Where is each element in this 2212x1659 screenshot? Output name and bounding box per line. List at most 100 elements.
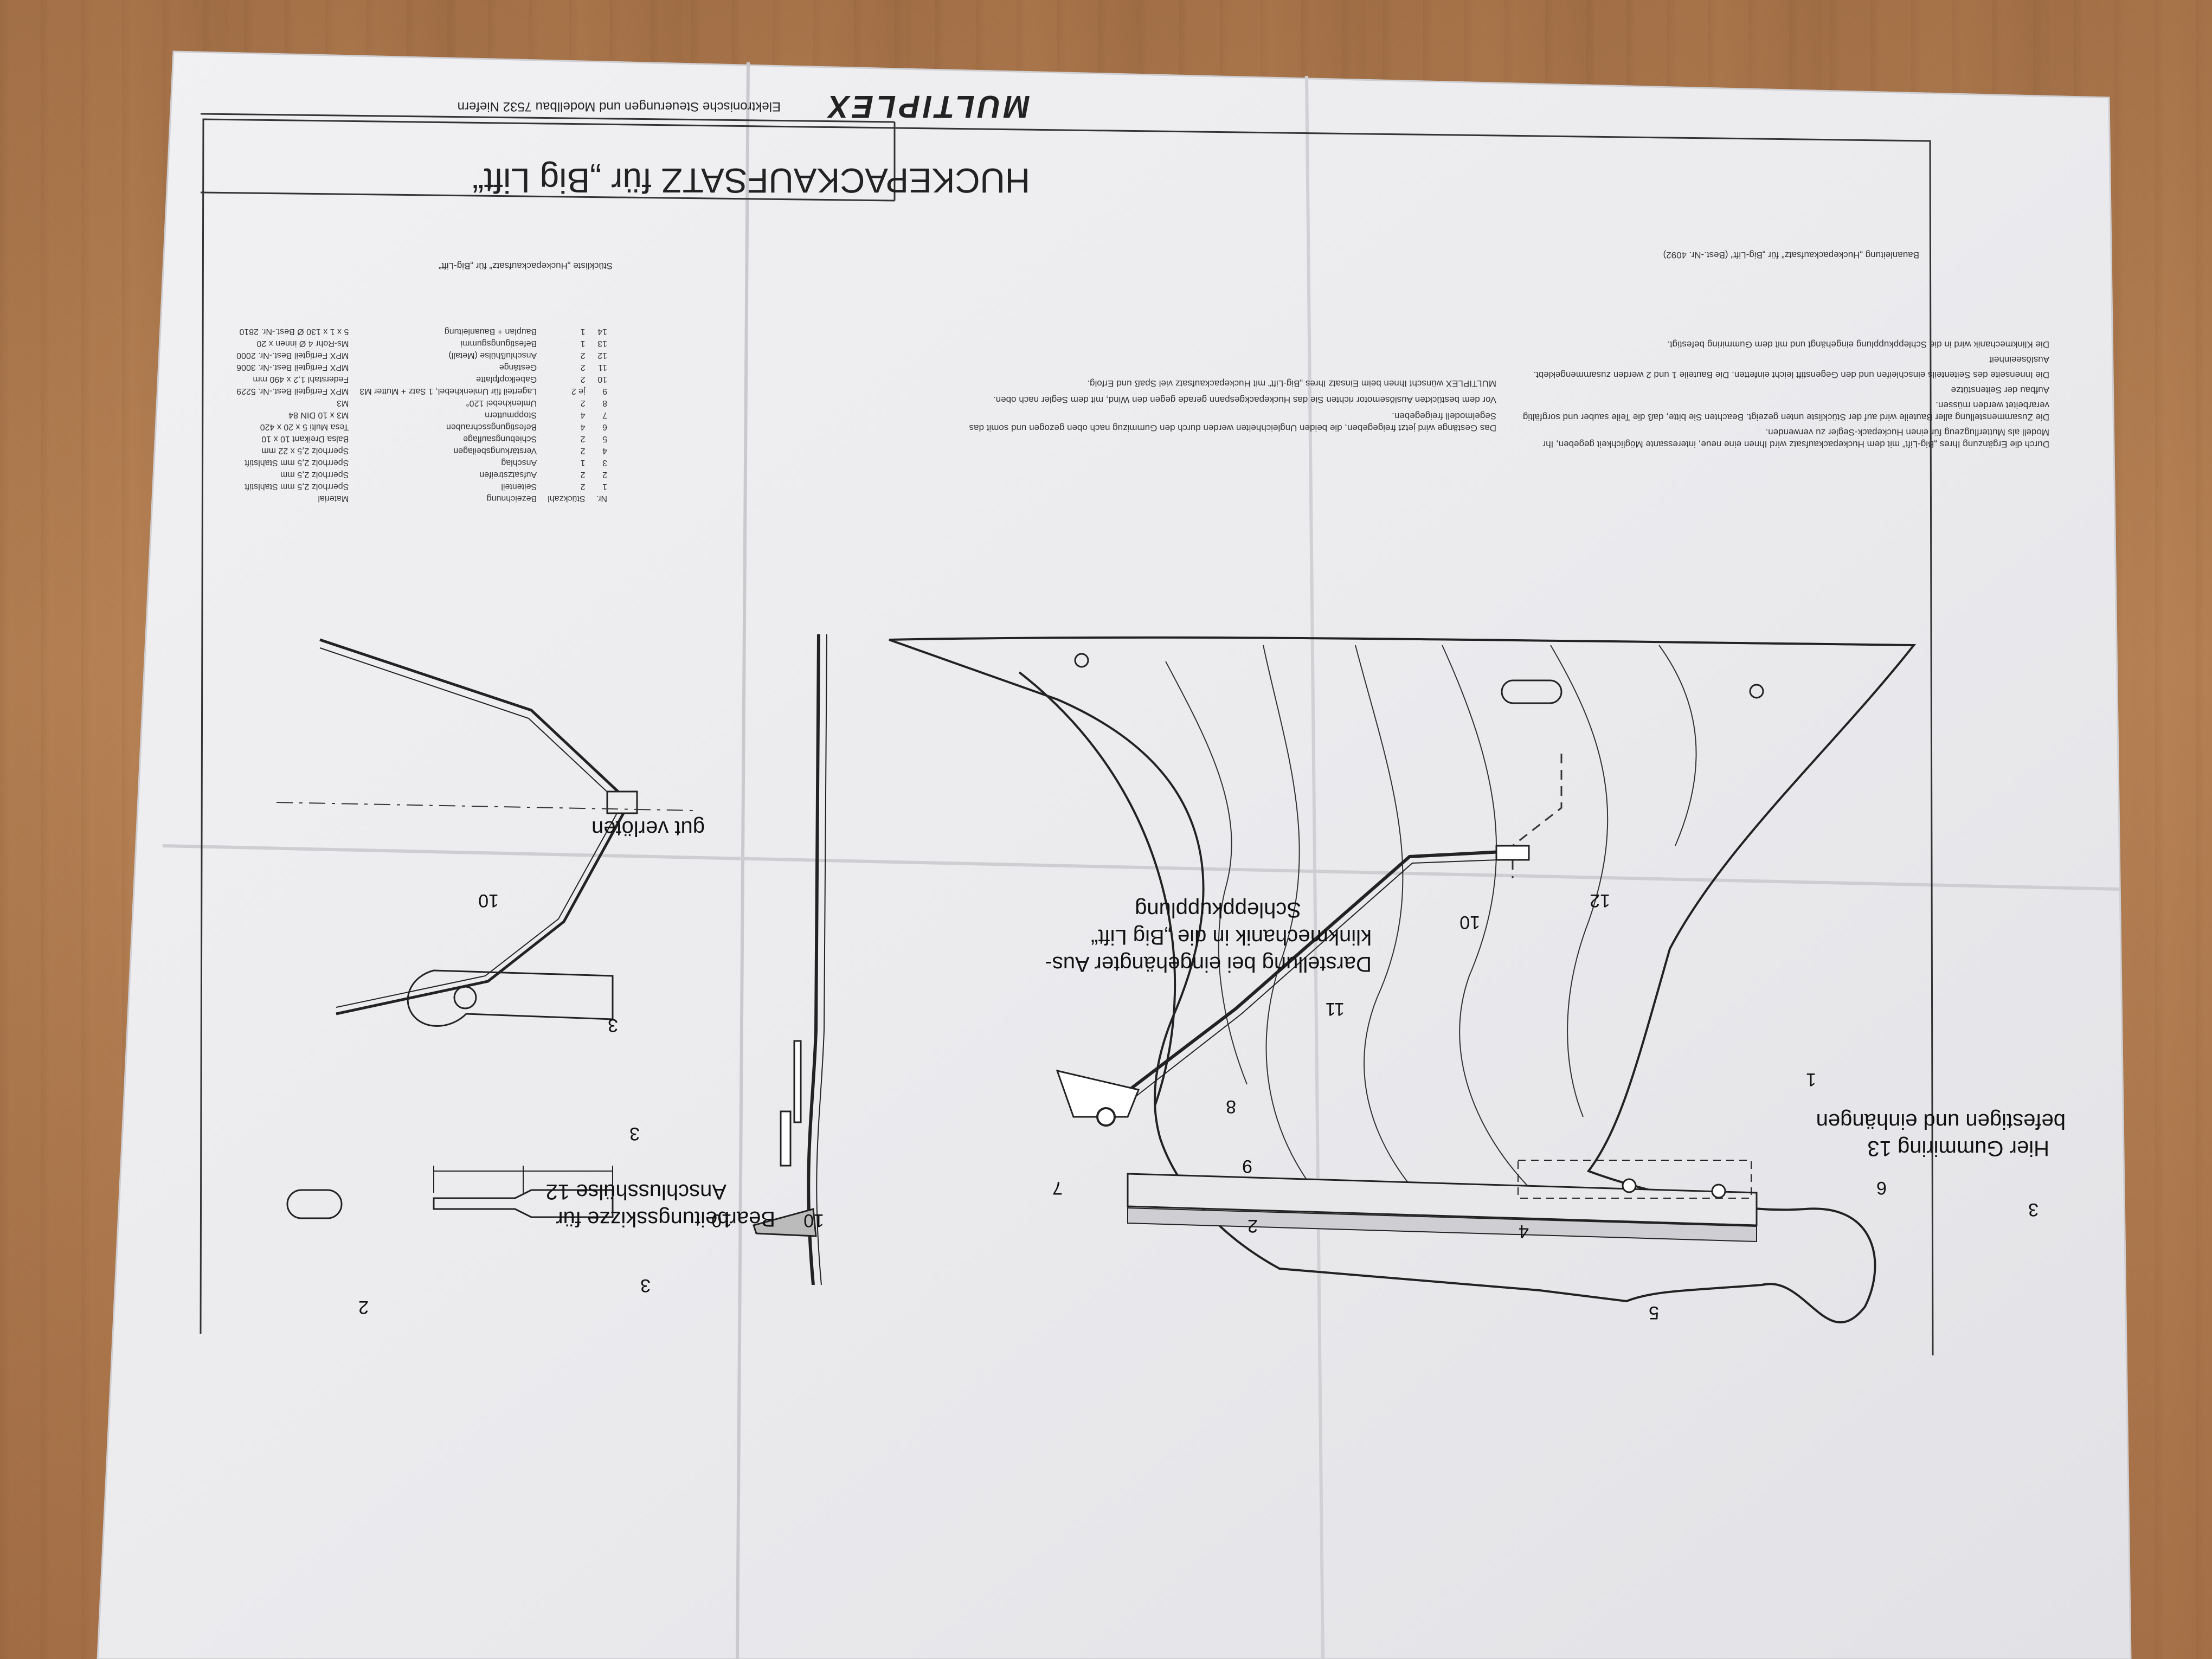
dimension-10b: 10 [803, 1210, 824, 1231]
solder-joint-12 [606, 790, 638, 814]
brand-subtitle: Elektronische Steuerungen und Modellbau … [457, 99, 781, 114]
cell: 1 [580, 327, 586, 336]
cell: Schiebungsauflage [463, 434, 537, 443]
cell: 8 [602, 398, 607, 408]
title-block-divider [200, 113, 895, 123]
intro-heading: Aufbau der Seitenstütze [1951, 385, 2049, 395]
instructions-header: Bauanleitung „Huckepackaufsatz“ für „Big… [1663, 250, 1919, 260]
label-darstellung-3: Schleppkupplung [1135, 898, 1301, 922]
cell: Verstärkungsbeilagen [453, 446, 537, 455]
cell: 2 [580, 482, 586, 491]
cell: 4 [580, 410, 586, 420]
cell: Seitenteil [501, 482, 537, 491]
cell: Balsa Dreikant 10 x 10 [261, 434, 349, 443]
cell: M3 x 10 DIN 84 [288, 410, 349, 420]
label-darstellung-2: klinkmechanik in die „Big Lift“ [1091, 925, 1372, 949]
side-view-wedge [753, 1208, 817, 1237]
cell: 1 [580, 339, 586, 348]
bellcrank-8 [1056, 1069, 1140, 1118]
brand-logo: MULTIPLEX [825, 89, 1030, 124]
cell: 1 [580, 458, 586, 467]
intro-paragraph: Die Zusammenstellung aller Bauteile wird… [1522, 400, 2049, 422]
cell: Sperrholz 2,5 mm Stahlstift [245, 458, 349, 467]
cell: 12 [597, 351, 607, 360]
middle-paragraph: Das Gestänge wird jetzt freigegeben, die… [969, 411, 1496, 433]
part-number-11: 11 [1325, 999, 1345, 1019]
part-number-4: 4 [1519, 1221, 1529, 1242]
cell: 2 [580, 470, 586, 479]
cell: 14 [597, 327, 607, 336]
cell: Gestänge [499, 363, 537, 372]
label-darstellung-1: Darstellung bei eingehängter Aus- [1045, 952, 1372, 976]
cell: M3 [337, 398, 349, 408]
cell: 3 [602, 458, 607, 467]
part-number-7: 7 [1052, 1178, 1063, 1198]
connector-sleeve-12 [1495, 845, 1530, 861]
cell: 2 [602, 470, 607, 479]
part-number-2: 2 [1248, 1216, 1258, 1236]
intro-paragraph: Durch die Ergänzung Ihres „Big-Lift“ mit… [1542, 427, 2049, 449]
cell: Stoppmuttern [485, 410, 537, 420]
wood-grain-line [1263, 645, 1313, 1188]
table-row: 5 2 Schiebungsauflage Balsa Dreikant 10 x 1… [231, 433, 613, 445]
cell: 2 [580, 434, 586, 443]
wood-grain-line [1355, 645, 1432, 1210]
mounting-screw [1711, 1184, 1726, 1199]
intro-paragraph: Die Innenseite des Seitenteils einschlei… [1533, 370, 2049, 380]
cell: Befestigungsschrauben [446, 422, 537, 432]
label-gut-verloeten: gut verlöten [591, 816, 705, 840]
cell: 2 [580, 398, 586, 408]
side-part-hole [1749, 684, 1764, 699]
parts-header-cell: Bezeichnung [486, 494, 537, 503]
drawing-border [200, 118, 1934, 1356]
label-bearbeitung-2: Anschlusshülse 12 [545, 1180, 726, 1204]
dimension-3b: 3 [629, 1123, 640, 1144]
cell: 4 [602, 446, 607, 455]
part-number-10: 10 [1459, 912, 1480, 933]
cell: 7 [602, 410, 607, 420]
cell: Sperrholz 2,5 mm [280, 470, 349, 479]
cell: Umlenkhebel 120° [466, 398, 537, 408]
cell: 6 [602, 422, 607, 432]
tow-coupling-arc [1018, 671, 1176, 1107]
middle-paragraph: MULTIPLEX wünscht Ihnen beim Einsatz Ihr… [1087, 378, 1496, 389]
cell: 9 [602, 387, 607, 396]
parts-list-header-row: Nr. Stückzahl Bezeichnung Material [231, 492, 613, 504]
label-gummiring-1: Hier Gummiring 13 [1867, 1136, 2049, 1160]
dimension-3a: 3 [640, 1275, 651, 1296]
cell: 5 [602, 434, 607, 443]
cell: MPX Fertigteil Best.-Nr. 2000 [236, 351, 349, 360]
side-view-screw [780, 1110, 792, 1167]
base-strip [1127, 1173, 1758, 1226]
intro-heading: Auslöseeinheit [1989, 355, 2049, 365]
wood-grain-line [1550, 645, 1609, 1117]
hidden-outline-dashed [1512, 754, 1562, 878]
cell: je 2 [571, 387, 586, 396]
cell: Anschlag [501, 458, 537, 467]
part-number-3: 3 [2028, 1199, 2039, 1220]
cell: Anschlußhülse (Metall) [448, 351, 537, 360]
middle-paragraph: Vor dem bestückten Auslösemotor richten … [993, 395, 1496, 405]
center-line [276, 802, 695, 811]
table-row: 7 4 Stoppmuttern M3 x 10 DIN 84 [231, 409, 613, 421]
fold-crease-horizontal [162, 844, 2120, 891]
dimension-2: 2 [358, 1297, 369, 1317]
intro-paragraph: Die Klinkmechanik wird in die Schleppkup… [1667, 339, 2049, 350]
mounting-screw [1622, 1178, 1637, 1193]
parts-header-cell: Stückzahl [548, 494, 586, 503]
cell: 1 [602, 482, 607, 491]
pushrod-11 [1121, 850, 1513, 1097]
bellcrank-pivot-9 [1096, 1107, 1116, 1127]
parts-header-cell: Material [318, 494, 349, 503]
part-number-12: 12 [1590, 890, 1610, 911]
middle-text-block: Das Gestänge wird jetzt freigegeben, die… [965, 373, 1496, 434]
pushrod-11-outer [1130, 859, 1513, 1101]
side-view-rail-inner [816, 634, 827, 1285]
